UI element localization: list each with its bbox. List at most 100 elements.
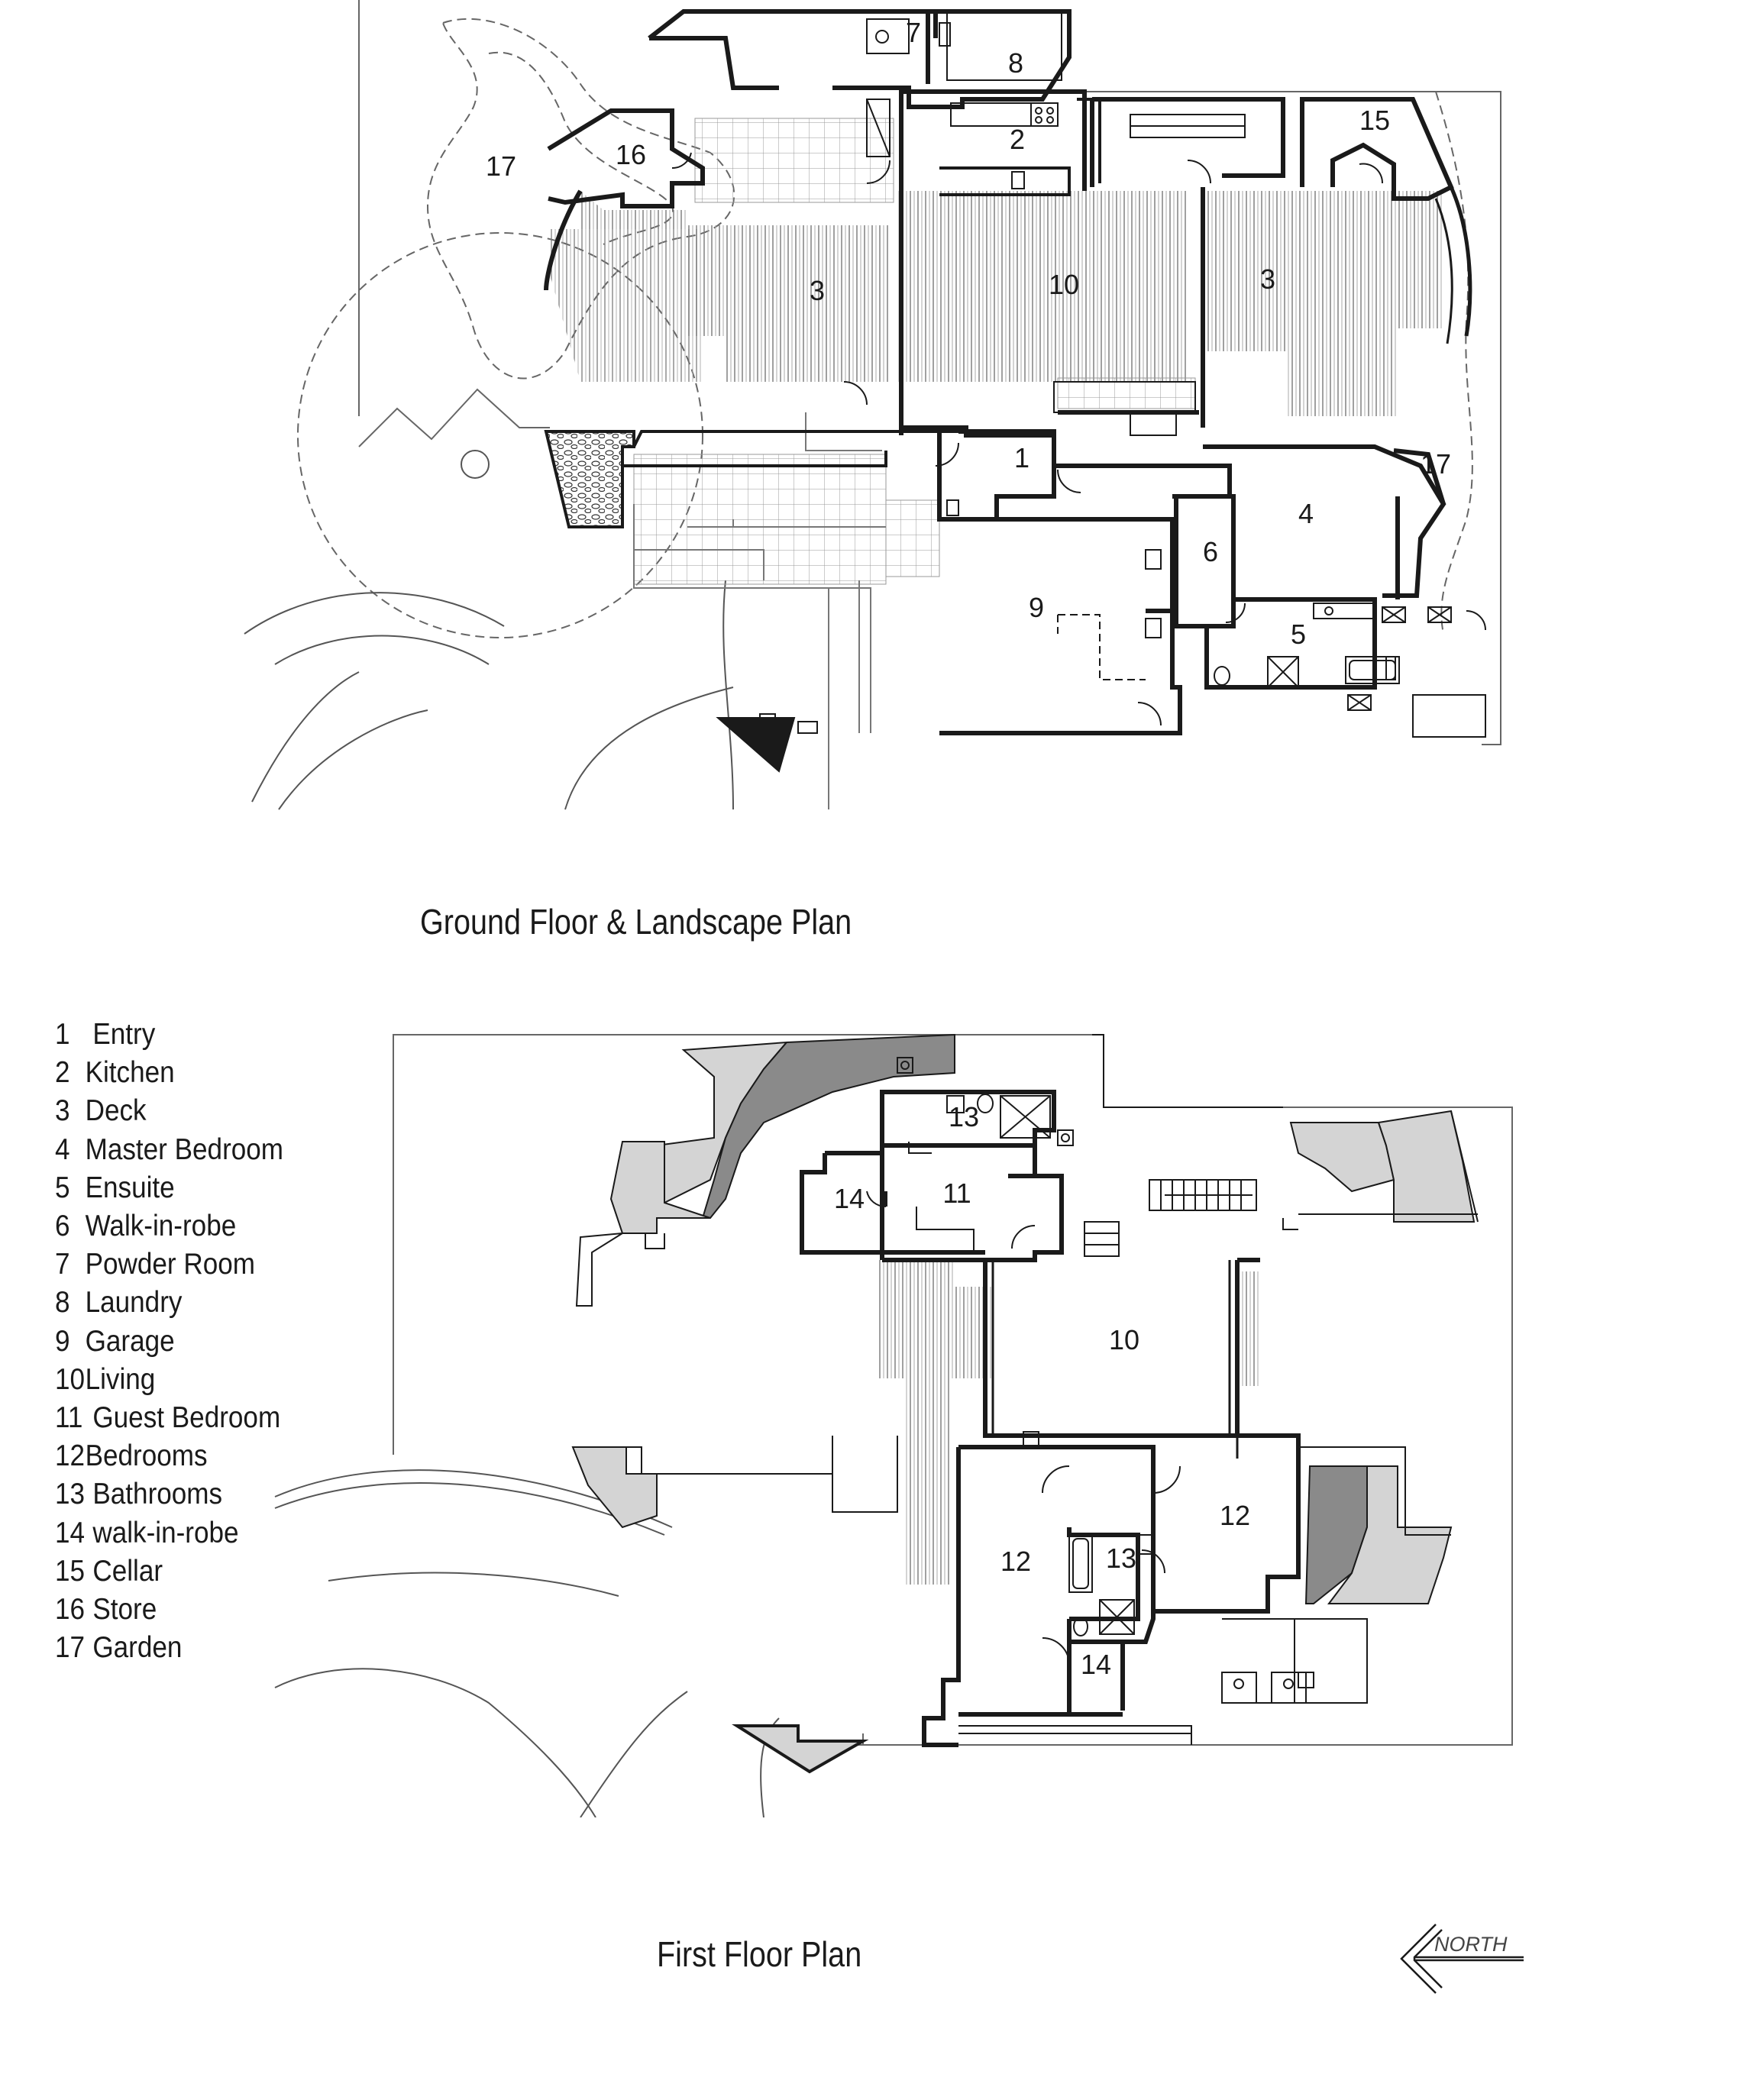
legend-item: 10Living [55,1361,283,1399]
legend-label: Garage [85,1324,175,1358]
first-outline-walls-thin [575,1034,1479,1745]
ground-floor-caption: Ground Floor & Landscape Plan [420,902,852,942]
room-label-deck-east: 3 [1260,263,1275,295]
legend-number: 10 [55,1362,86,1396]
room-label-deck-west: 3 [810,275,825,306]
site-boundary [358,0,1501,745]
room-label-bedroom-west: 12 [1000,1546,1031,1577]
legend-number: 2 [55,1056,70,1090]
legend-item: 1 Entry [55,1016,283,1054]
room-label-guest-bedroom: 11 [942,1178,971,1209]
legend-number: 17 [55,1631,86,1665]
legend-label: Entry [92,1018,156,1051]
legend-label: Deck [85,1094,147,1128]
room-label-bathroom-south: 13 [1106,1543,1136,1574]
first-floor-plan: 13 11 14 10 12 12 13 14 [274,1033,1513,1817]
legend-number: 13 [55,1478,86,1511]
legend-label: Living [85,1362,156,1396]
room-label-powder-room: 7 [906,17,921,48]
room-label-wir-north: 14 [834,1183,865,1214]
first-stairs [1084,1179,1257,1257]
first-floor-caption: First Floor Plan [657,1934,862,1974]
north-label: NORTH [1434,1933,1508,1956]
first-room-labels: 13 11 14 10 12 12 13 14 [834,1101,1250,1680]
ground-room-labels: 2 1 3 3 4 5 6 7 8 9 10 15 16 17 17 [486,17,1451,650]
room-label-cellar: 15 [1359,105,1390,136]
first-landscape-arcs [274,1469,780,1817]
room-label-bathroom-north: 13 [949,1101,979,1132]
legend-label: Garden [92,1631,183,1665]
room-label-master-bedroom: 4 [1298,498,1314,529]
legend-number: 12 [55,1439,86,1473]
legend-item: 6 Walk-in-robe [55,1207,283,1245]
legend-number: 7 [55,1248,70,1281]
legend-number: 16 [55,1593,86,1627]
first-walkway-deck [905,1378,951,1585]
legend-label: Powder Room [85,1248,255,1281]
legend-item: 2 Kitchen [55,1054,283,1092]
room-legend: 1 Entry 2 Kitchen 3 Deck 4 Master Bedroom 5… [55,1016,309,1667]
ground-floor-plan: 2 1 3 3 4 5 6 7 8 9 10 15 16 17 17 [244,0,1501,810]
first-deck-east [1241,1271,1260,1386]
legend-label: Store [92,1593,157,1627]
room-label-bedroom-east: 12 [1220,1500,1250,1531]
legend-label: Guest Bedroom [92,1401,281,1435]
north-arrow-icon [1400,1924,1524,1994]
legend-label: Cellar [92,1554,163,1588]
decks [550,191,1443,416]
legend-number: 4 [55,1132,70,1166]
first-fixtures [866,1094,1181,1665]
room-label-walk-in-robe: 6 [1203,536,1218,567]
room-label-laundry: 8 [1008,47,1023,79]
room-label-garage: 9 [1029,592,1044,623]
first-balcony-deck [878,1260,955,1378]
legend-label: Bedrooms [85,1439,208,1473]
room-label-wir-south: 14 [1081,1649,1111,1680]
room-label-entry: 1 [1014,442,1030,473]
legend-item: 12Bedrooms [55,1437,283,1475]
legend-item: 11 Guest Bedroom [55,1399,283,1437]
legend-item: 7 Powder Room [55,1245,283,1284]
legend-item: 5 Ensuite [55,1169,283,1207]
legend-number: 6 [55,1210,70,1243]
legend-number: 9 [55,1324,70,1358]
legend-item: 13 Bathrooms [55,1475,283,1514]
room-label-living: 10 [1049,269,1079,300]
legend-label: walk-in-robe [92,1516,239,1549]
stone-wall [544,430,966,528]
fixtures [671,11,1486,738]
legend-number: 11 [55,1401,83,1435]
room-label-kitchen: 2 [1010,124,1025,155]
legend-item: 8 Laundry [55,1284,283,1322]
legend-item: 15 Cellar [55,1552,283,1591]
legend-number: 5 [55,1171,70,1204]
legend-number: 15 [55,1554,86,1588]
legend-label: Walk-in-robe [85,1210,237,1243]
room-label-garden-west: 17 [486,150,516,182]
room-label-living-void: 10 [1109,1324,1139,1355]
room-label-ensuite: 5 [1291,619,1306,650]
legend-label: Laundry [85,1286,183,1320]
legend-number: 3 [55,1094,70,1128]
walls [544,9,1472,773]
legend-item: 3 Deck [55,1092,283,1130]
first-walls [800,1090,1301,1747]
legend-item: 17 Garden [55,1629,283,1667]
north-arrow: NORTH [1400,1924,1524,1994]
legend-item: 16 Store [55,1591,283,1629]
legend-label: Ensuite [85,1171,175,1204]
legend-item: 4 Master Bedroom [55,1131,283,1169]
legend-number: 14 [55,1516,86,1549]
legend-label: Master Bedroom [85,1132,284,1166]
garden-feature [461,450,490,479]
legend-item: 14 walk-in-robe [55,1514,283,1552]
landscape-arcs [244,580,734,810]
room-label-garden-east: 17 [1421,448,1451,480]
room-label-store: 16 [616,139,646,170]
legend-label: Kitchen [85,1056,175,1090]
legend-number: 8 [55,1286,70,1320]
legend-item: 9 Garage [55,1323,283,1361]
terraces [633,412,886,809]
legend-label: Bathrooms [92,1478,223,1511]
legend-number: 1 [55,1018,70,1051]
